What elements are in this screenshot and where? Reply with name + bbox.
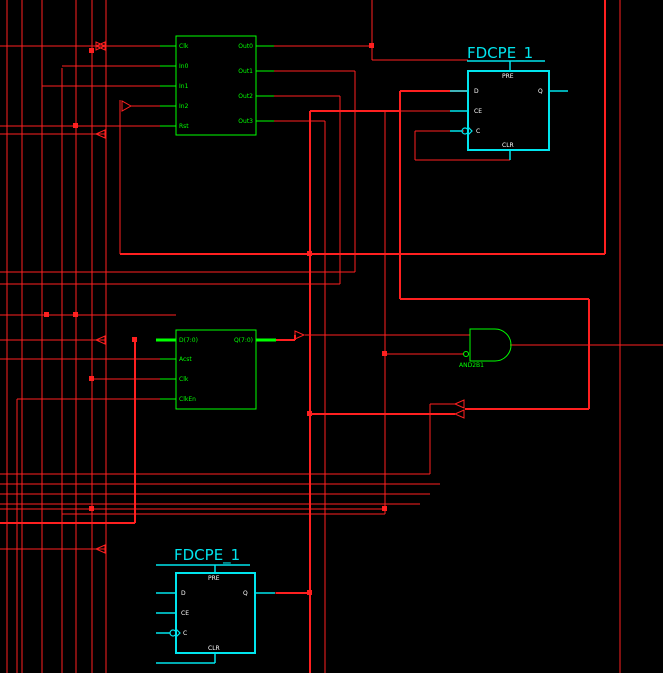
and-gate-label: AND2B1 bbox=[459, 362, 484, 369]
and-gate[interactable]: AND2B1 bbox=[459, 328, 512, 369]
junction-dot bbox=[89, 48, 94, 53]
register-pin-clk: Clk bbox=[179, 376, 189, 383]
ff-top-d: D bbox=[474, 88, 479, 95]
buffers bbox=[94, 41, 465, 554]
junction-dot bbox=[44, 312, 49, 317]
decoder-pin-clk: Clk bbox=[179, 43, 189, 50]
decoder-pin-in2: In2 bbox=[179, 103, 189, 110]
decoder-pin-in1: In1 bbox=[179, 83, 189, 90]
register-pin-q: Q(7:0) bbox=[234, 337, 253, 344]
ff-top-q: Q bbox=[538, 88, 543, 95]
register-pin-d: D(7:0) bbox=[179, 337, 198, 344]
junction-dot bbox=[382, 506, 387, 511]
register-block[interactable]: D(7:0) Acst Clk ClkEn Q(7:0) bbox=[156, 329, 276, 410]
junction-dot bbox=[307, 251, 312, 256]
buffer-symbol bbox=[94, 335, 106, 345]
flipflop-bottom[interactable]: FDCPE_1 PRE D CE C Q CLR bbox=[156, 546, 275, 664]
ff-bottom-clr: CLR bbox=[208, 645, 220, 652]
decoder-pin-out2: Out2 bbox=[238, 93, 253, 100]
buffer-symbol bbox=[121, 100, 133, 112]
register-pin-clken: ClkEn bbox=[179, 396, 196, 403]
buffer-symbol bbox=[94, 129, 106, 139]
thick-wire-net bbox=[0, 0, 606, 673]
junction-dot bbox=[89, 506, 94, 511]
decoder-pin-in0: In0 bbox=[179, 63, 189, 70]
decoder-pin-out0: Out0 bbox=[238, 43, 253, 50]
decoder-block[interactable]: Clk In0 In1 In2 Rst Out0 Out1 Out2 Out3 bbox=[160, 35, 274, 136]
ff-top-ce: CE bbox=[474, 108, 482, 115]
register-pin-acst: Acst bbox=[179, 356, 192, 363]
flipflop-top-title: FDCPE_1 bbox=[467, 44, 533, 63]
and-gate-body bbox=[469, 328, 512, 362]
flipflop-top[interactable]: FDCPE_1 PRE D CE C Q CLR bbox=[450, 44, 568, 160]
junction-dot bbox=[89, 376, 94, 381]
decoder-pin-out1: Out1 bbox=[238, 68, 253, 75]
and-gate-invert-bubble bbox=[463, 351, 469, 357]
ff-bottom-c: C bbox=[183, 630, 187, 637]
buffer-symbol bbox=[94, 544, 106, 554]
buffer-symbol bbox=[453, 399, 465, 409]
junction-dot bbox=[307, 590, 312, 595]
buffer-symbol bbox=[94, 41, 106, 51]
junction-dot bbox=[132, 337, 137, 342]
ff-bottom-ce: CE bbox=[181, 610, 189, 617]
clock-invert-bubble bbox=[461, 127, 469, 135]
ff-top-clr: CLR bbox=[502, 142, 514, 149]
ff-bottom-q: Q bbox=[243, 590, 248, 597]
ff-bottom-pre: PRE bbox=[208, 575, 220, 582]
register-body bbox=[175, 329, 257, 410]
buffer-symbol bbox=[294, 330, 306, 340]
junction-dot bbox=[73, 123, 78, 128]
decoder-pin-out3: Out3 bbox=[238, 118, 253, 125]
ff-top-c: C bbox=[476, 128, 480, 135]
buffer-symbol bbox=[453, 409, 465, 419]
ff-top-pre: PRE bbox=[502, 73, 514, 80]
flipflop-bottom-title: FDCPE_1 bbox=[174, 546, 240, 565]
ff-bottom-d: D bbox=[181, 590, 186, 597]
junction-dot bbox=[369, 43, 374, 48]
junctions bbox=[44, 43, 387, 595]
junction-dot bbox=[382, 351, 387, 356]
junction-dot bbox=[73, 312, 78, 317]
junction-dot bbox=[307, 411, 312, 416]
decoder-pin-rst: Rst bbox=[179, 123, 189, 130]
clock-invert-bubble bbox=[169, 629, 177, 637]
